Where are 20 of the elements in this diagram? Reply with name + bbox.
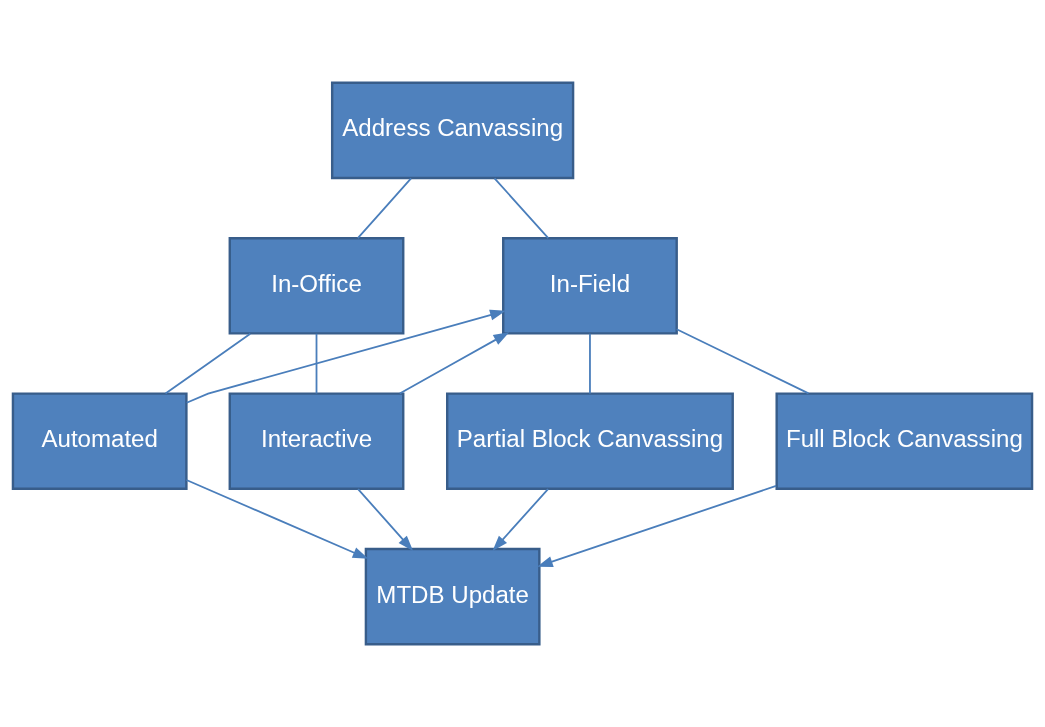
node-box: In-Office [228,237,405,335]
connector [589,332,591,395]
connector [675,328,810,395]
node-box: Address Canvassing [330,81,575,180]
connector [315,332,318,395]
node-box: Automated [11,392,188,490]
node-box: Full Block Canvassing [775,392,1034,490]
node-box: MTDB Update [364,547,541,646]
connector [164,332,252,395]
arrow [537,484,778,567]
connector [493,177,550,240]
node-box: Partial Block Canvassing [446,392,734,490]
node-box: In-Field [502,237,678,335]
arrow [185,309,506,404]
arrow [357,488,414,551]
connector [356,177,412,240]
arrow [492,488,549,551]
arrow [398,332,510,395]
arrow [185,479,369,559]
node-box: Interactive [228,392,405,490]
